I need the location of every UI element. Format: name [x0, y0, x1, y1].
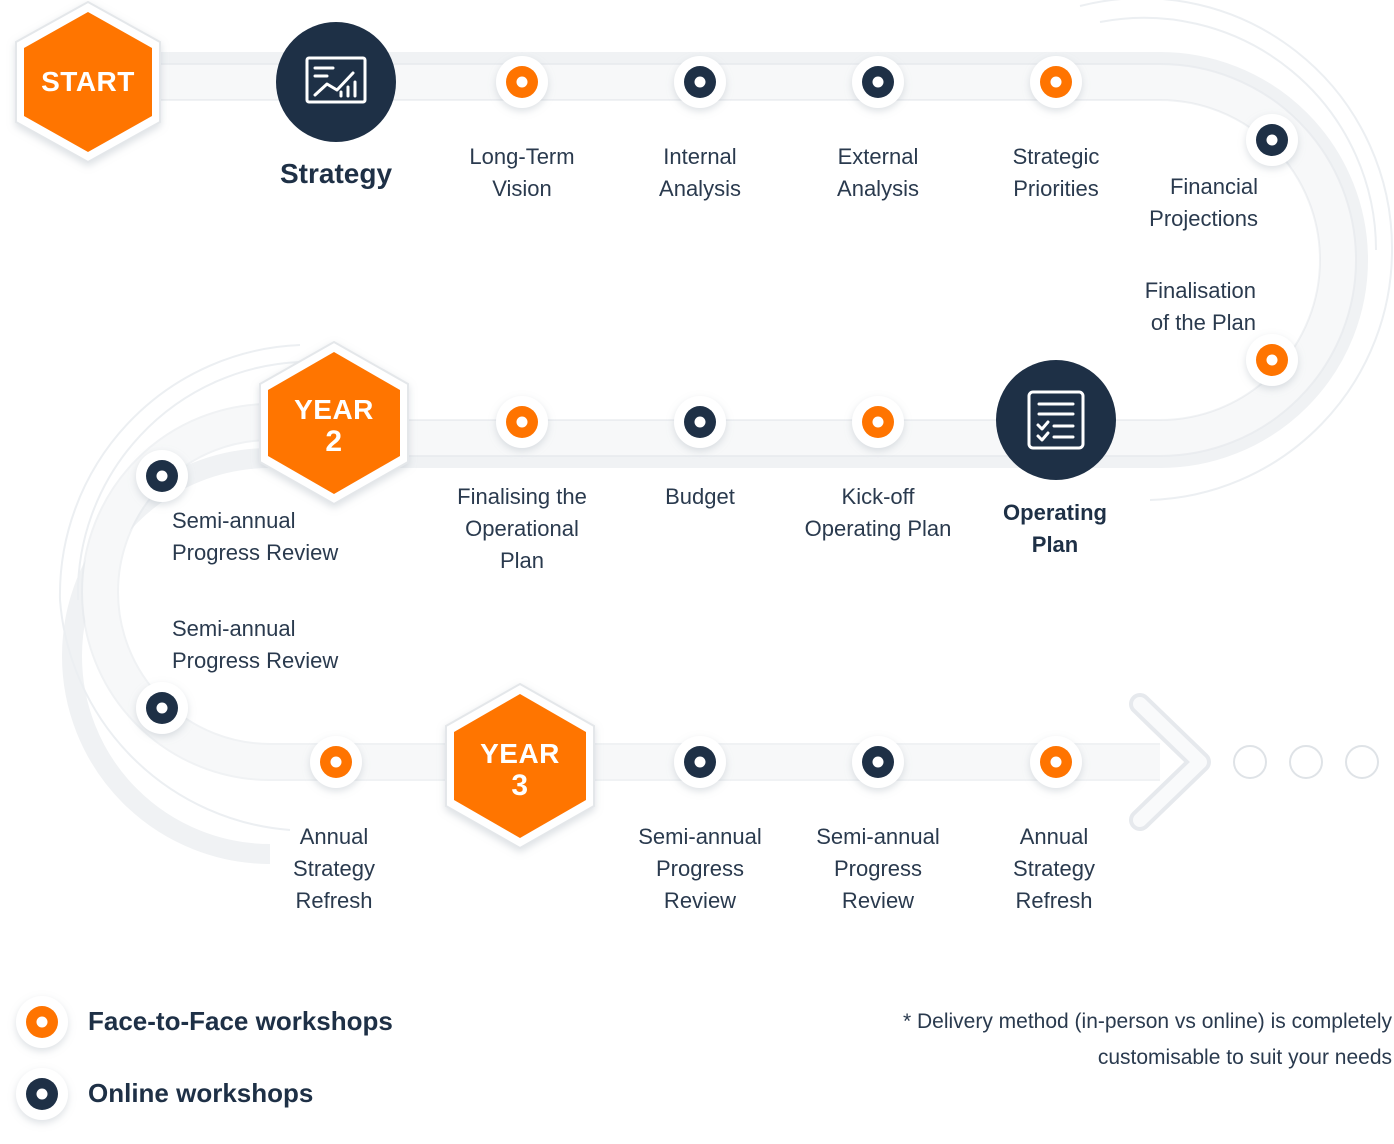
external-analysis-node — [852, 56, 904, 108]
legend-face-to-face-icon — [16, 996, 68, 1048]
finalising-operational-node — [496, 396, 548, 448]
semi-annual-node-3a — [674, 736, 726, 788]
chart-presentation-icon — [305, 56, 367, 104]
budget-label: Budget — [665, 484, 735, 509]
budget-node — [674, 396, 726, 448]
annual-refresh-node-left — [310, 736, 362, 788]
long-term-vision-node — [496, 56, 548, 108]
legend-face-to-face: Face-to-Face workshops — [88, 1006, 393, 1036]
year2-hexagon — [259, 340, 409, 506]
legend-online: Online workshops — [88, 1078, 314, 1108]
start-label: START — [41, 66, 135, 97]
semi-annual-node-bottom — [136, 682, 188, 734]
roadmap-track — [58, 0, 1394, 864]
strategy-circle — [276, 22, 396, 142]
checklist-icon — [1027, 390, 1085, 450]
legend-online-icon — [16, 1068, 68, 1120]
delivery-note: * Delivery method (in-person vs online) … — [902, 1010, 1392, 1069]
strategy-title: Strategy — [279, 158, 393, 189]
finalisation-plan-node — [1246, 334, 1298, 386]
annual-refresh-node-right — [1030, 736, 1082, 788]
semi-annual-node-top — [136, 450, 188, 502]
internal-analysis-node — [674, 56, 726, 108]
financial-projections-node — [1246, 114, 1298, 166]
year3-hexagon — [445, 682, 595, 850]
strategic-priorities-node — [1030, 56, 1082, 108]
semi-annual-node-3b — [852, 736, 904, 788]
continuation-dots — [1233, 745, 1379, 779]
operating-plan-circle — [996, 360, 1116, 480]
kickoff-node — [852, 396, 904, 448]
start-hexagon — [15, 0, 161, 164]
